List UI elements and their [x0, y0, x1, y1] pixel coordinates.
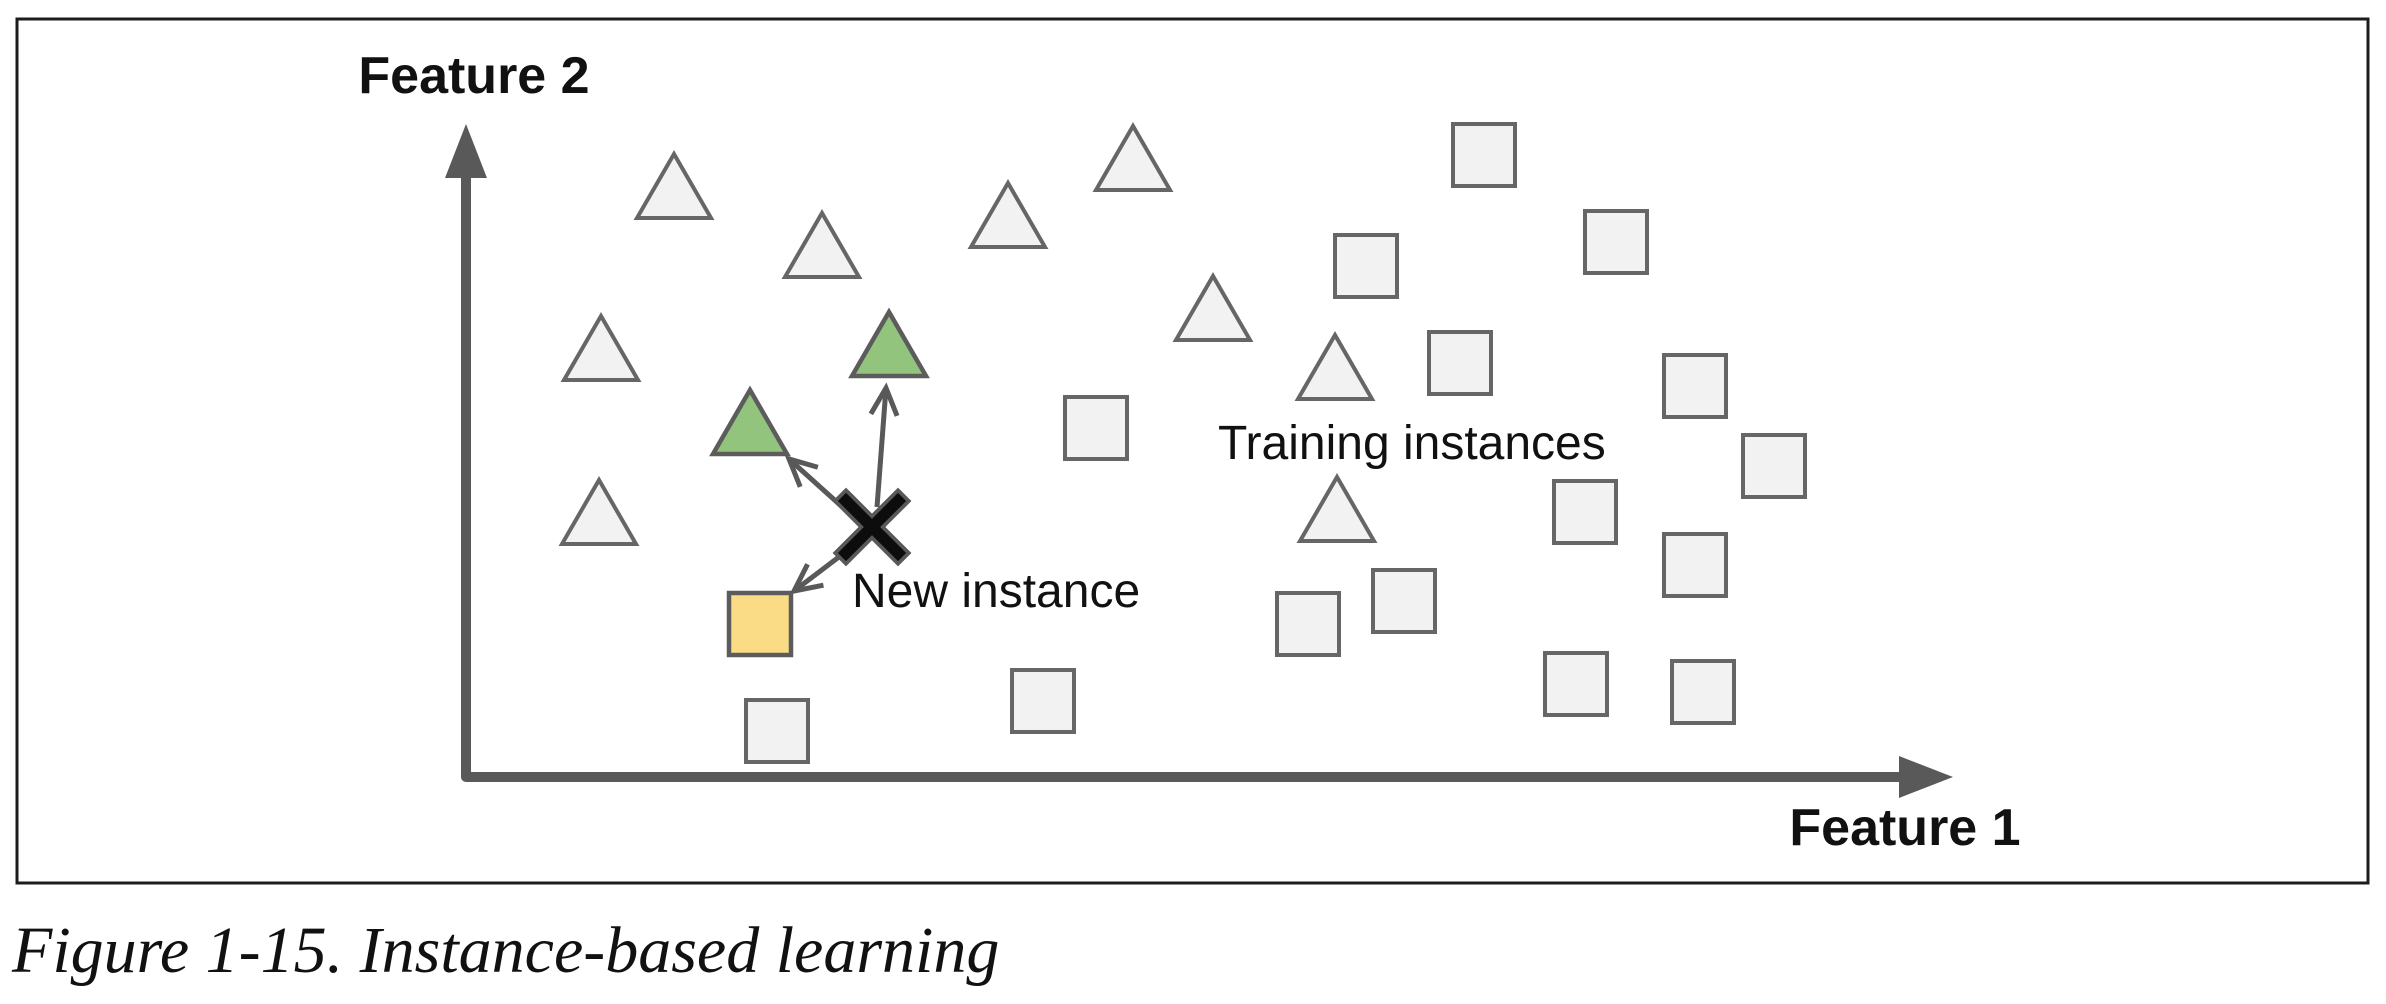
label-x_axis: Feature 1	[1789, 799, 2020, 857]
figure-border	[15, 17, 2370, 885]
label-new_instance: New instance	[852, 565, 1140, 618]
label-training: Training instances	[1218, 417, 1606, 470]
square-marker	[1662, 532, 1728, 598]
triangle-marker	[1294, 331, 1376, 401]
square-marker	[1543, 651, 1609, 717]
square-marker	[1010, 668, 1076, 734]
triangle-marker	[1296, 473, 1378, 543]
axes	[445, 124, 1953, 798]
square-marker	[744, 698, 810, 764]
square-marker	[1741, 433, 1807, 499]
nearest-triangle-marker	[709, 385, 791, 457]
triangle-marker	[781, 209, 863, 279]
triangle-marker	[558, 476, 640, 546]
square-marker	[1552, 479, 1618, 545]
square-marker	[1451, 122, 1517, 188]
square-marker	[1063, 395, 1129, 461]
neighbor-arrow	[868, 382, 900, 508]
nearest-square-marker	[726, 590, 794, 658]
square-marker	[1670, 659, 1736, 725]
square-marker	[1583, 209, 1649, 275]
square-marker	[1371, 568, 1437, 634]
triangle-marker	[633, 150, 715, 220]
nearest-triangle-marker	[848, 307, 930, 379]
triangle-marker	[1092, 122, 1174, 192]
label-y_axis: Feature 2	[358, 47, 589, 105]
square-marker	[1662, 353, 1728, 419]
training-instances-scatter	[558, 122, 1807, 764]
triangle-marker	[560, 312, 642, 382]
square-marker	[1427, 330, 1493, 396]
square-marker	[1333, 233, 1399, 299]
label-caption: Figure 1-15. Instance-based learning	[11, 914, 999, 987]
new-instance-x-marker	[832, 487, 912, 567]
square-marker	[1275, 591, 1341, 657]
triangle-marker	[1172, 272, 1254, 342]
triangle-marker	[967, 179, 1049, 249]
